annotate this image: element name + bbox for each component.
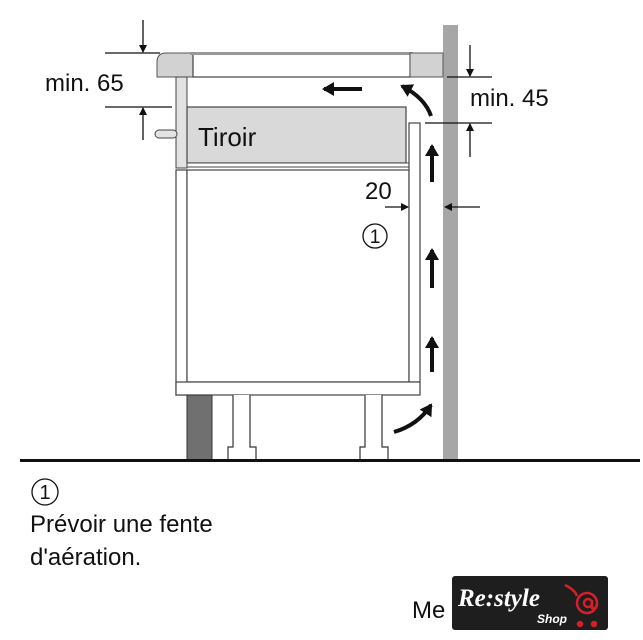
wall bbox=[443, 25, 458, 460]
legend-number: 1 bbox=[39, 482, 50, 504]
front-panel bbox=[175, 76, 188, 169]
cart-at-icon bbox=[564, 583, 599, 628]
dimension-min-45 bbox=[425, 45, 492, 157]
callout-number: 1 bbox=[370, 227, 381, 248]
legend-line-2: d'aération. bbox=[30, 544, 141, 571]
cooktop bbox=[156, 52, 444, 78]
dimension-label-min-65: min. 65 bbox=[45, 70, 124, 97]
logo-main-text: Re:style bbox=[457, 585, 540, 612]
dimension-min-65 bbox=[105, 20, 172, 140]
cabinet-leg bbox=[227, 395, 257, 461]
drawer-label: Tiroir bbox=[198, 122, 257, 152]
drawer-handle bbox=[154, 129, 178, 139]
dimension-label-20: 20 bbox=[365, 178, 392, 205]
dimension-label-min-45: min. 45 bbox=[470, 85, 549, 112]
callout-circle bbox=[362, 223, 388, 249]
floor-line bbox=[20, 459, 640, 462]
logo-sub-text: Shop bbox=[537, 612, 567, 626]
footer-partial-text: Me bbox=[412, 597, 445, 624]
legend-line-1: Prévoir une fente bbox=[30, 511, 213, 538]
drawer bbox=[186, 106, 407, 164]
plinth bbox=[186, 394, 213, 461]
cabinet bbox=[175, 122, 421, 396]
legend-circle bbox=[31, 478, 59, 506]
restyle-shop-logo: Re:style Shop bbox=[452, 576, 608, 630]
cabinet-leg bbox=[359, 395, 389, 461]
airflow-arrows bbox=[322, 82, 439, 434]
